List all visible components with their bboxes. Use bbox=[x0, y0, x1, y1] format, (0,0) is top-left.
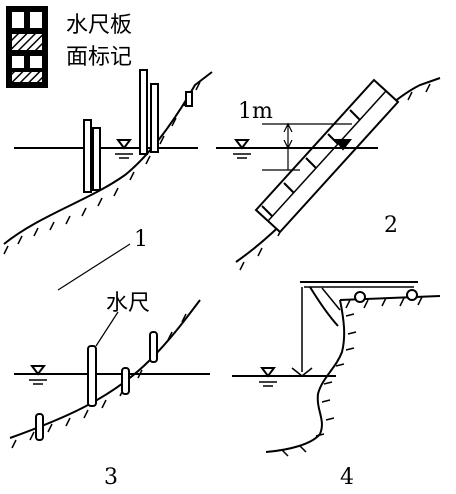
panel-2-number: 2 bbox=[384, 213, 398, 238]
bracket-arm bbox=[309, 286, 339, 327]
staff-gauge-3d bbox=[149, 331, 158, 363]
panel-1 bbox=[3, 69, 213, 291]
gauge-board-1a bbox=[83, 119, 92, 193]
water-level-symbol-2b bbox=[333, 139, 353, 151]
staff-gauge-3c bbox=[121, 367, 130, 395]
panel-1-number: 1 bbox=[134, 227, 148, 252]
water-level-symbol-3 bbox=[30, 365, 46, 376]
staff-gauge-3b bbox=[87, 345, 97, 407]
bank-slope-1 bbox=[3, 71, 213, 245]
water-level-symbol-1 bbox=[116, 139, 132, 150]
staff-gauge-label: 水尺 bbox=[106, 291, 150, 316]
panel-3-number: 3 bbox=[104, 465, 118, 489]
gauge-board-1d bbox=[150, 83, 159, 153]
panel-3 bbox=[9, 299, 210, 449]
panel-4 bbox=[232, 281, 441, 457]
ground-hatch-4 bbox=[281, 313, 357, 457]
bank-slope-3 bbox=[9, 299, 201, 439]
water-level-symbol-4 bbox=[260, 367, 276, 378]
legend-text-line2: 面标记 bbox=[66, 45, 132, 70]
staff-gauge-3a bbox=[35, 413, 44, 441]
gauge-board-1c bbox=[139, 69, 148, 155]
ground-hatch-1 bbox=[3, 81, 201, 255]
leader-line-1 bbox=[57, 243, 131, 291]
cliff-face-4 bbox=[265, 299, 346, 453]
panel-4-number: 4 bbox=[340, 465, 354, 489]
legend-text-line1: 水尺板 bbox=[66, 13, 132, 38]
legend-symbol bbox=[6, 6, 48, 88]
dimension-label-1m: 1m bbox=[238, 99, 273, 124]
water-level-symbol-2a bbox=[234, 139, 250, 150]
panel-2 bbox=[216, 77, 441, 271]
pulley-left bbox=[354, 291, 366, 303]
gauge-board-1b bbox=[92, 127, 101, 191]
pulley-right bbox=[406, 289, 418, 301]
label-leader-3 bbox=[95, 311, 119, 347]
